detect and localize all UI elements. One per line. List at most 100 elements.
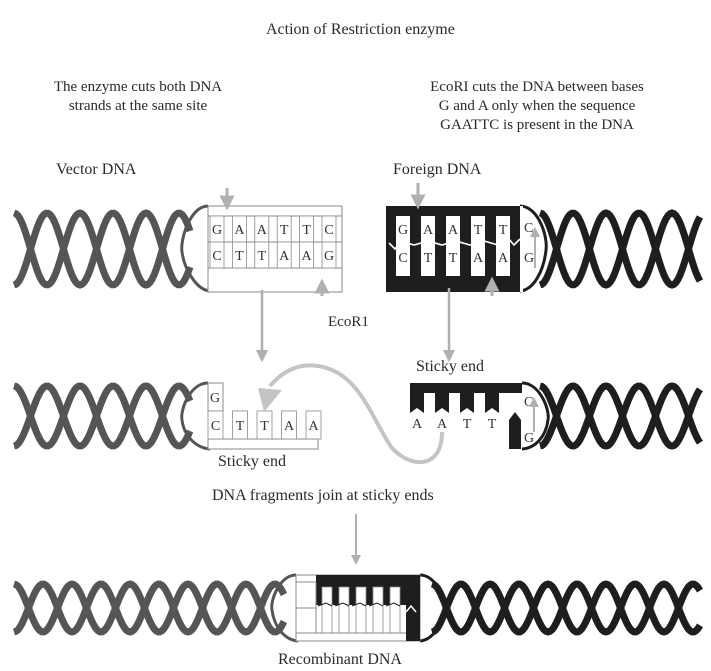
base-cell: [231, 241, 247, 269]
foreign-overhang-base: T: [488, 417, 497, 432]
right-note-line-1: EcoRI cuts the DNA between bases: [430, 79, 644, 95]
diagram-title: Action of Restriction enzyme: [266, 21, 455, 38]
base-cell: [299, 241, 315, 269]
foreign-top-base: G: [398, 223, 408, 238]
sticky-tooth: [435, 393, 449, 413]
curved-join-arrow-head: [258, 388, 282, 412]
vector-cut-bottom-base: T: [236, 419, 245, 434]
base-cell: [207, 410, 224, 440]
foreign-top-base: T: [499, 223, 508, 238]
vector-dna-label: Vector DNA: [56, 161, 137, 178]
base-cell: [254, 241, 270, 269]
helix-strand: [538, 209, 704, 289]
base-cell: [305, 410, 322, 440]
join-notch: [334, 602, 350, 607]
helix-strand: [539, 382, 703, 450]
vector-bottom-base: A: [302, 249, 313, 264]
curved-join-arrow: [268, 363, 444, 464]
vector-top-base: T: [280, 223, 289, 238]
recombinant-dna-label: Recombinant DNA: [278, 651, 402, 668]
helix-strand: [12, 580, 288, 636]
base-window: [446, 216, 460, 276]
right-note-line-3: GAATTC is present in the DNA: [440, 117, 634, 133]
foreign-zigzag-cut: [388, 236, 521, 251]
enzyme-label: EcoR1: [328, 314, 369, 330]
recombinant-right-helix: [430, 580, 703, 636]
vector-bottom-base: G: [324, 249, 334, 264]
base-cell: [276, 241, 292, 269]
vector-cut-bottom-base: C: [211, 419, 220, 434]
vector-cut-helix: [13, 382, 194, 450]
join-notch: [368, 602, 384, 607]
left-note-line-1: The enzyme cuts both DNA: [53, 79, 223, 95]
sticky-tooth: [485, 393, 499, 413]
foreign-site-c: C: [524, 221, 533, 236]
right-note-line-2: G and A only when the sequence: [438, 98, 636, 114]
helix-strand: [539, 382, 703, 450]
vector-top-base: T: [302, 223, 311, 238]
foreign-cut-g: G: [524, 431, 534, 446]
helix-strand: [12, 209, 194, 289]
foreign-site-g: G: [524, 251, 534, 266]
left-note-line-2: strands at the same site: [68, 98, 208, 114]
sticky-tooth: [460, 393, 474, 413]
foreign-top-base: A: [448, 223, 459, 238]
vector-cut-bottom-base: A: [284, 419, 295, 434]
recombinant-cell: [338, 586, 350, 634]
left-note: The enzyme cuts both DNA strands at the …: [8, 78, 268, 116]
vector-bottom-base: A: [279, 249, 290, 264]
recombinant-cell: [355, 586, 367, 634]
vector-cut-top-base: G: [210, 391, 220, 406]
foreign-cut-helix: [539, 382, 703, 450]
foreign-bottom-base: A: [473, 251, 484, 266]
vector-cut-bottom-base: T: [260, 419, 269, 434]
join-label: DNA fragments join at sticky ends: [212, 487, 434, 504]
base-window: [421, 216, 435, 276]
base-cell: [281, 410, 297, 440]
foreign-cut-c: C: [524, 395, 533, 410]
recombinant-left-helix: [12, 580, 288, 636]
foreign-dna-helix: [538, 209, 704, 289]
base-window: [496, 216, 510, 276]
foreign-bottom-base: T: [449, 251, 458, 266]
foreign-bottom-base: T: [424, 251, 433, 266]
helix-strand: [13, 382, 194, 450]
foreign-top-base: A: [423, 223, 434, 238]
join-notch: [317, 602, 333, 607]
recombinant-cell: [389, 586, 401, 634]
vector-bottom-base: C: [212, 249, 221, 264]
vector-top-base: C: [324, 223, 333, 238]
foreign-overhang-base: A: [412, 417, 423, 432]
vector-top-base: G: [212, 223, 222, 238]
foreign-helix-cap: [519, 204, 548, 293]
recombinant-cell: [321, 586, 333, 634]
foreign-top-base: T: [474, 223, 483, 238]
foreign-bottom-base: A: [498, 251, 509, 266]
helix-strand: [538, 209, 704, 289]
base-cell: [321, 241, 337, 269]
sticky-end-label-left: Sticky end: [218, 453, 286, 470]
base-cell: [209, 241, 225, 269]
vector-cut-bottom-base: A: [308, 419, 319, 434]
base-window: [471, 216, 485, 276]
base-cell: [232, 410, 248, 440]
vector-helix-cap: [180, 204, 211, 293]
sticky-tooth: [410, 393, 424, 413]
foreign-overhang-base: A: [437, 417, 448, 432]
join-notch: [351, 602, 367, 607]
foreign-bottom-base: C: [398, 251, 407, 266]
base-window: [396, 216, 410, 276]
helix-strand: [430, 580, 703, 636]
recombinant-site-box: [270, 573, 446, 643]
foreign-overhang-base: T: [463, 417, 472, 432]
sticky-end-label-right: Sticky end: [416, 358, 484, 375]
vector-bottom-base: T: [235, 249, 244, 264]
helix-strand: [12, 209, 194, 289]
join-notch: [385, 602, 401, 607]
right-note: EcoRI cuts the DNA between bases G and A…: [372, 78, 702, 135]
